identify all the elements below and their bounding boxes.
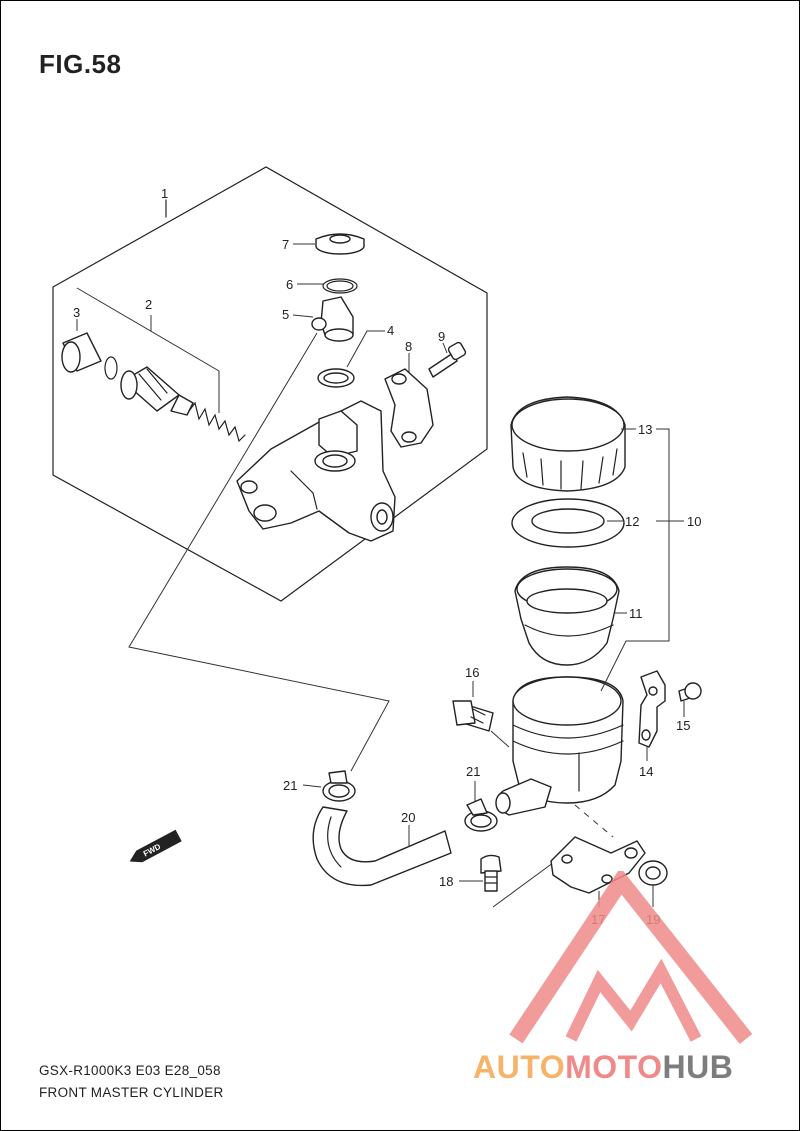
leader-4 bbox=[346, 330, 385, 368]
watermark-brand: AUTOMOTOHUB bbox=[473, 1049, 733, 1086]
assembly-outline bbox=[52, 166, 488, 602]
callout-4: 4 bbox=[387, 323, 394, 338]
callout-8: 8 bbox=[405, 339, 412, 354]
part-2-piston bbox=[120, 366, 194, 416]
part-17-mount-bracket bbox=[550, 836, 646, 894]
part-20-hose bbox=[312, 806, 452, 887]
callout-21-upper: 21 bbox=[283, 778, 297, 793]
piston-group-bracket bbox=[76, 287, 220, 413]
callout-13: 13 bbox=[638, 422, 652, 437]
part-13-reservoir-cap bbox=[510, 396, 626, 492]
callout-16: 16 bbox=[465, 665, 479, 680]
part-7-cap bbox=[315, 233, 365, 255]
callout-14: 14 bbox=[639, 764, 653, 779]
model-code: GSX-R1000K3 E03 E28_058 bbox=[39, 1063, 221, 1078]
part-18-bolt bbox=[480, 854, 502, 892]
part-3-boot bbox=[61, 332, 102, 373]
part-15-screw bbox=[678, 682, 702, 702]
part-10-reservoir bbox=[495, 676, 624, 816]
callout-9: 9 bbox=[438, 329, 445, 344]
callout-20: 20 bbox=[401, 810, 415, 825]
callout-7: 7 bbox=[282, 237, 289, 252]
leader-18-b bbox=[492, 856, 562, 908]
callout-3: 3 bbox=[73, 305, 80, 320]
part-14-bracket bbox=[638, 670, 666, 748]
callout-18: 18 bbox=[439, 874, 453, 889]
brand-part-moto: MOTO bbox=[565, 1049, 663, 1085]
callout-5: 5 bbox=[282, 307, 289, 322]
fwd-direction-arrow: FWD bbox=[129, 829, 182, 863]
callout-2: 2 bbox=[145, 297, 152, 312]
leader-9 bbox=[442, 342, 448, 354]
leader-16-b bbox=[490, 730, 510, 748]
master-cylinder-body bbox=[236, 400, 396, 542]
callout-1: 1 bbox=[161, 186, 168, 201]
part-21-clamp-upper bbox=[322, 770, 356, 802]
part-12-plate bbox=[511, 498, 625, 548]
callout-10: 10 bbox=[687, 514, 701, 529]
part-9-screw bbox=[428, 341, 467, 378]
part-21-clamp-lower bbox=[464, 798, 498, 832]
callout-15: 15 bbox=[676, 718, 690, 733]
part-8-holder bbox=[384, 368, 434, 448]
figure-title: FIG.58 bbox=[39, 49, 122, 79]
bracket-10 bbox=[600, 428, 670, 692]
part-19-grommet bbox=[638, 860, 668, 886]
part-11-diaphragm bbox=[514, 566, 620, 666]
brand-part-auto: AUTO bbox=[473, 1049, 566, 1085]
callout-11: 11 bbox=[629, 606, 643, 621]
part-16-bolt bbox=[452, 700, 494, 732]
leader-5 bbox=[292, 314, 314, 318]
leader-21a bbox=[302, 784, 322, 788]
callout-12: 12 bbox=[625, 514, 639, 529]
part-4-o-ring bbox=[317, 368, 355, 388]
callout-21-lower: 21 bbox=[466, 764, 480, 779]
watermark-logo-mark bbox=[509, 871, 753, 1044]
brand-part-hub: HUB bbox=[662, 1049, 734, 1085]
part-5-connector bbox=[311, 296, 354, 342]
part-2-ring bbox=[104, 356, 118, 380]
part-6-circlip bbox=[322, 278, 358, 294]
callout-6: 6 bbox=[286, 277, 293, 292]
leader-17-b bbox=[574, 804, 614, 838]
part-2-spring bbox=[188, 401, 246, 443]
diagram-caption: FRONT MASTER CYLINDER bbox=[39, 1085, 224, 1100]
hose-route-line bbox=[128, 332, 390, 772]
logo-m-shape bbox=[565, 958, 702, 1042]
logo-triangle-outer bbox=[509, 871, 753, 1044]
